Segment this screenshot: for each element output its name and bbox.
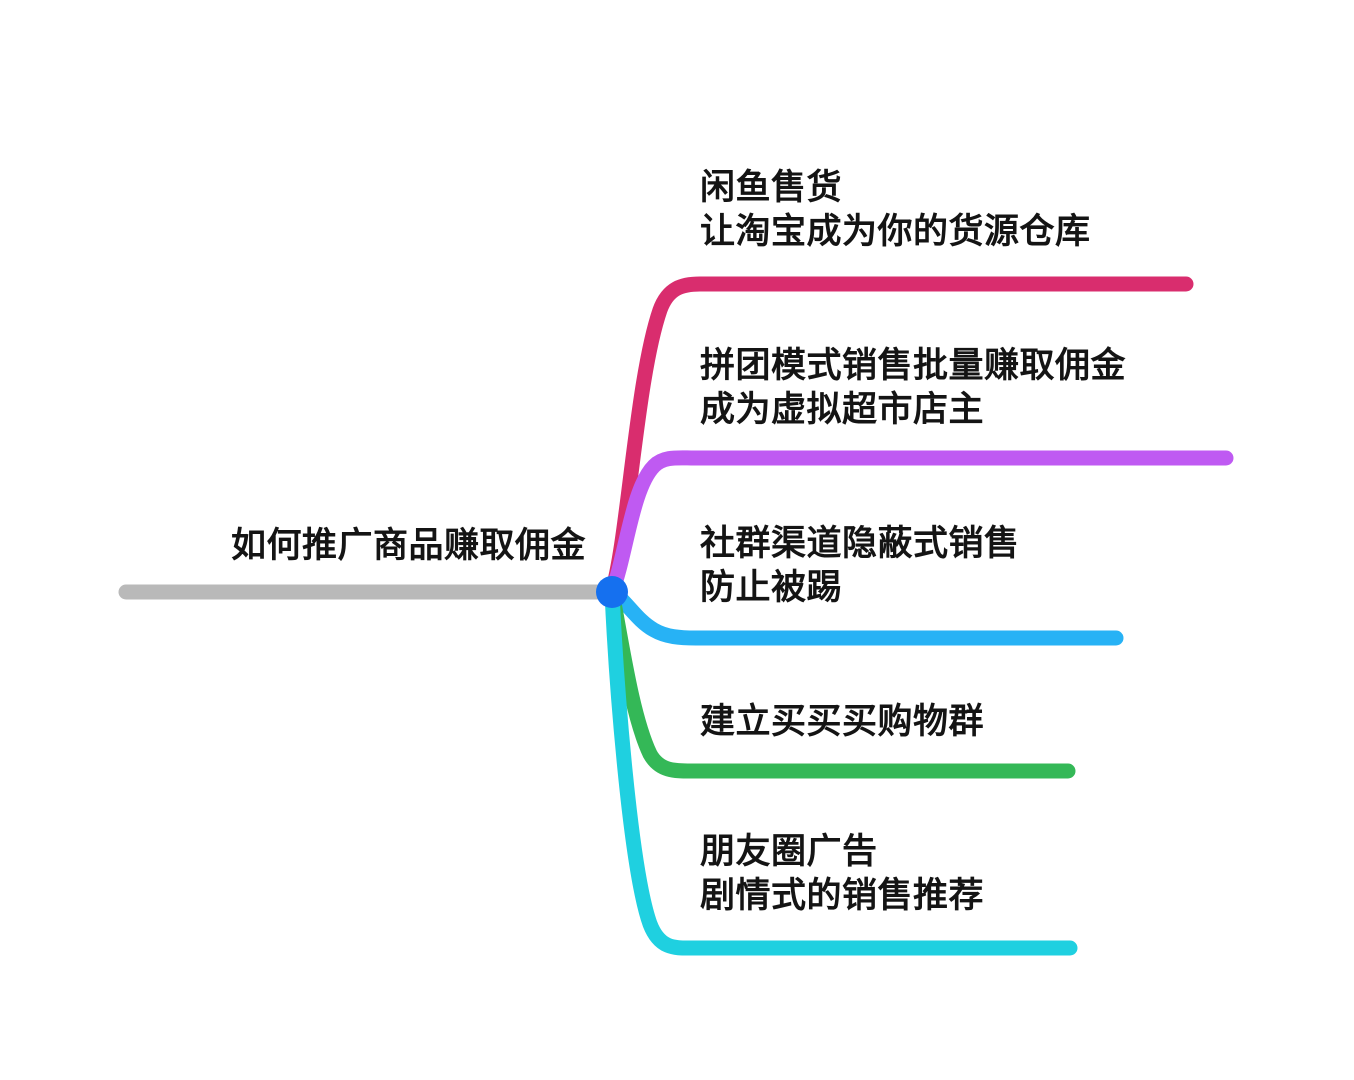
- branch-label-5[interactable]: 朋友圈广告 剧情式的销售推荐: [700, 832, 985, 917]
- branch-connector-2: [604, 450, 1234, 600]
- branch-label-1[interactable]: 闲鱼售货 让淘宝成为你的货源仓库: [700, 168, 1091, 253]
- branch-connector-5: [604, 584, 1078, 956]
- branch-label-3[interactable]: 社群渠道隐蔽式销售 防止被踢: [700, 524, 1020, 609]
- root-hub-node[interactable]: [596, 576, 628, 608]
- branch-label-2[interactable]: 拼团模式销售批量赚取佣金 成为虚拟超市店主: [700, 346, 1127, 431]
- branch-label-4[interactable]: 建立买买买购物群: [700, 702, 985, 742]
- branch-connector-4: [604, 584, 1076, 779]
- branch-connector-3: [604, 584, 1124, 646]
- root-node-label[interactable]: 如何推广商品赚取佣金: [230, 526, 586, 566]
